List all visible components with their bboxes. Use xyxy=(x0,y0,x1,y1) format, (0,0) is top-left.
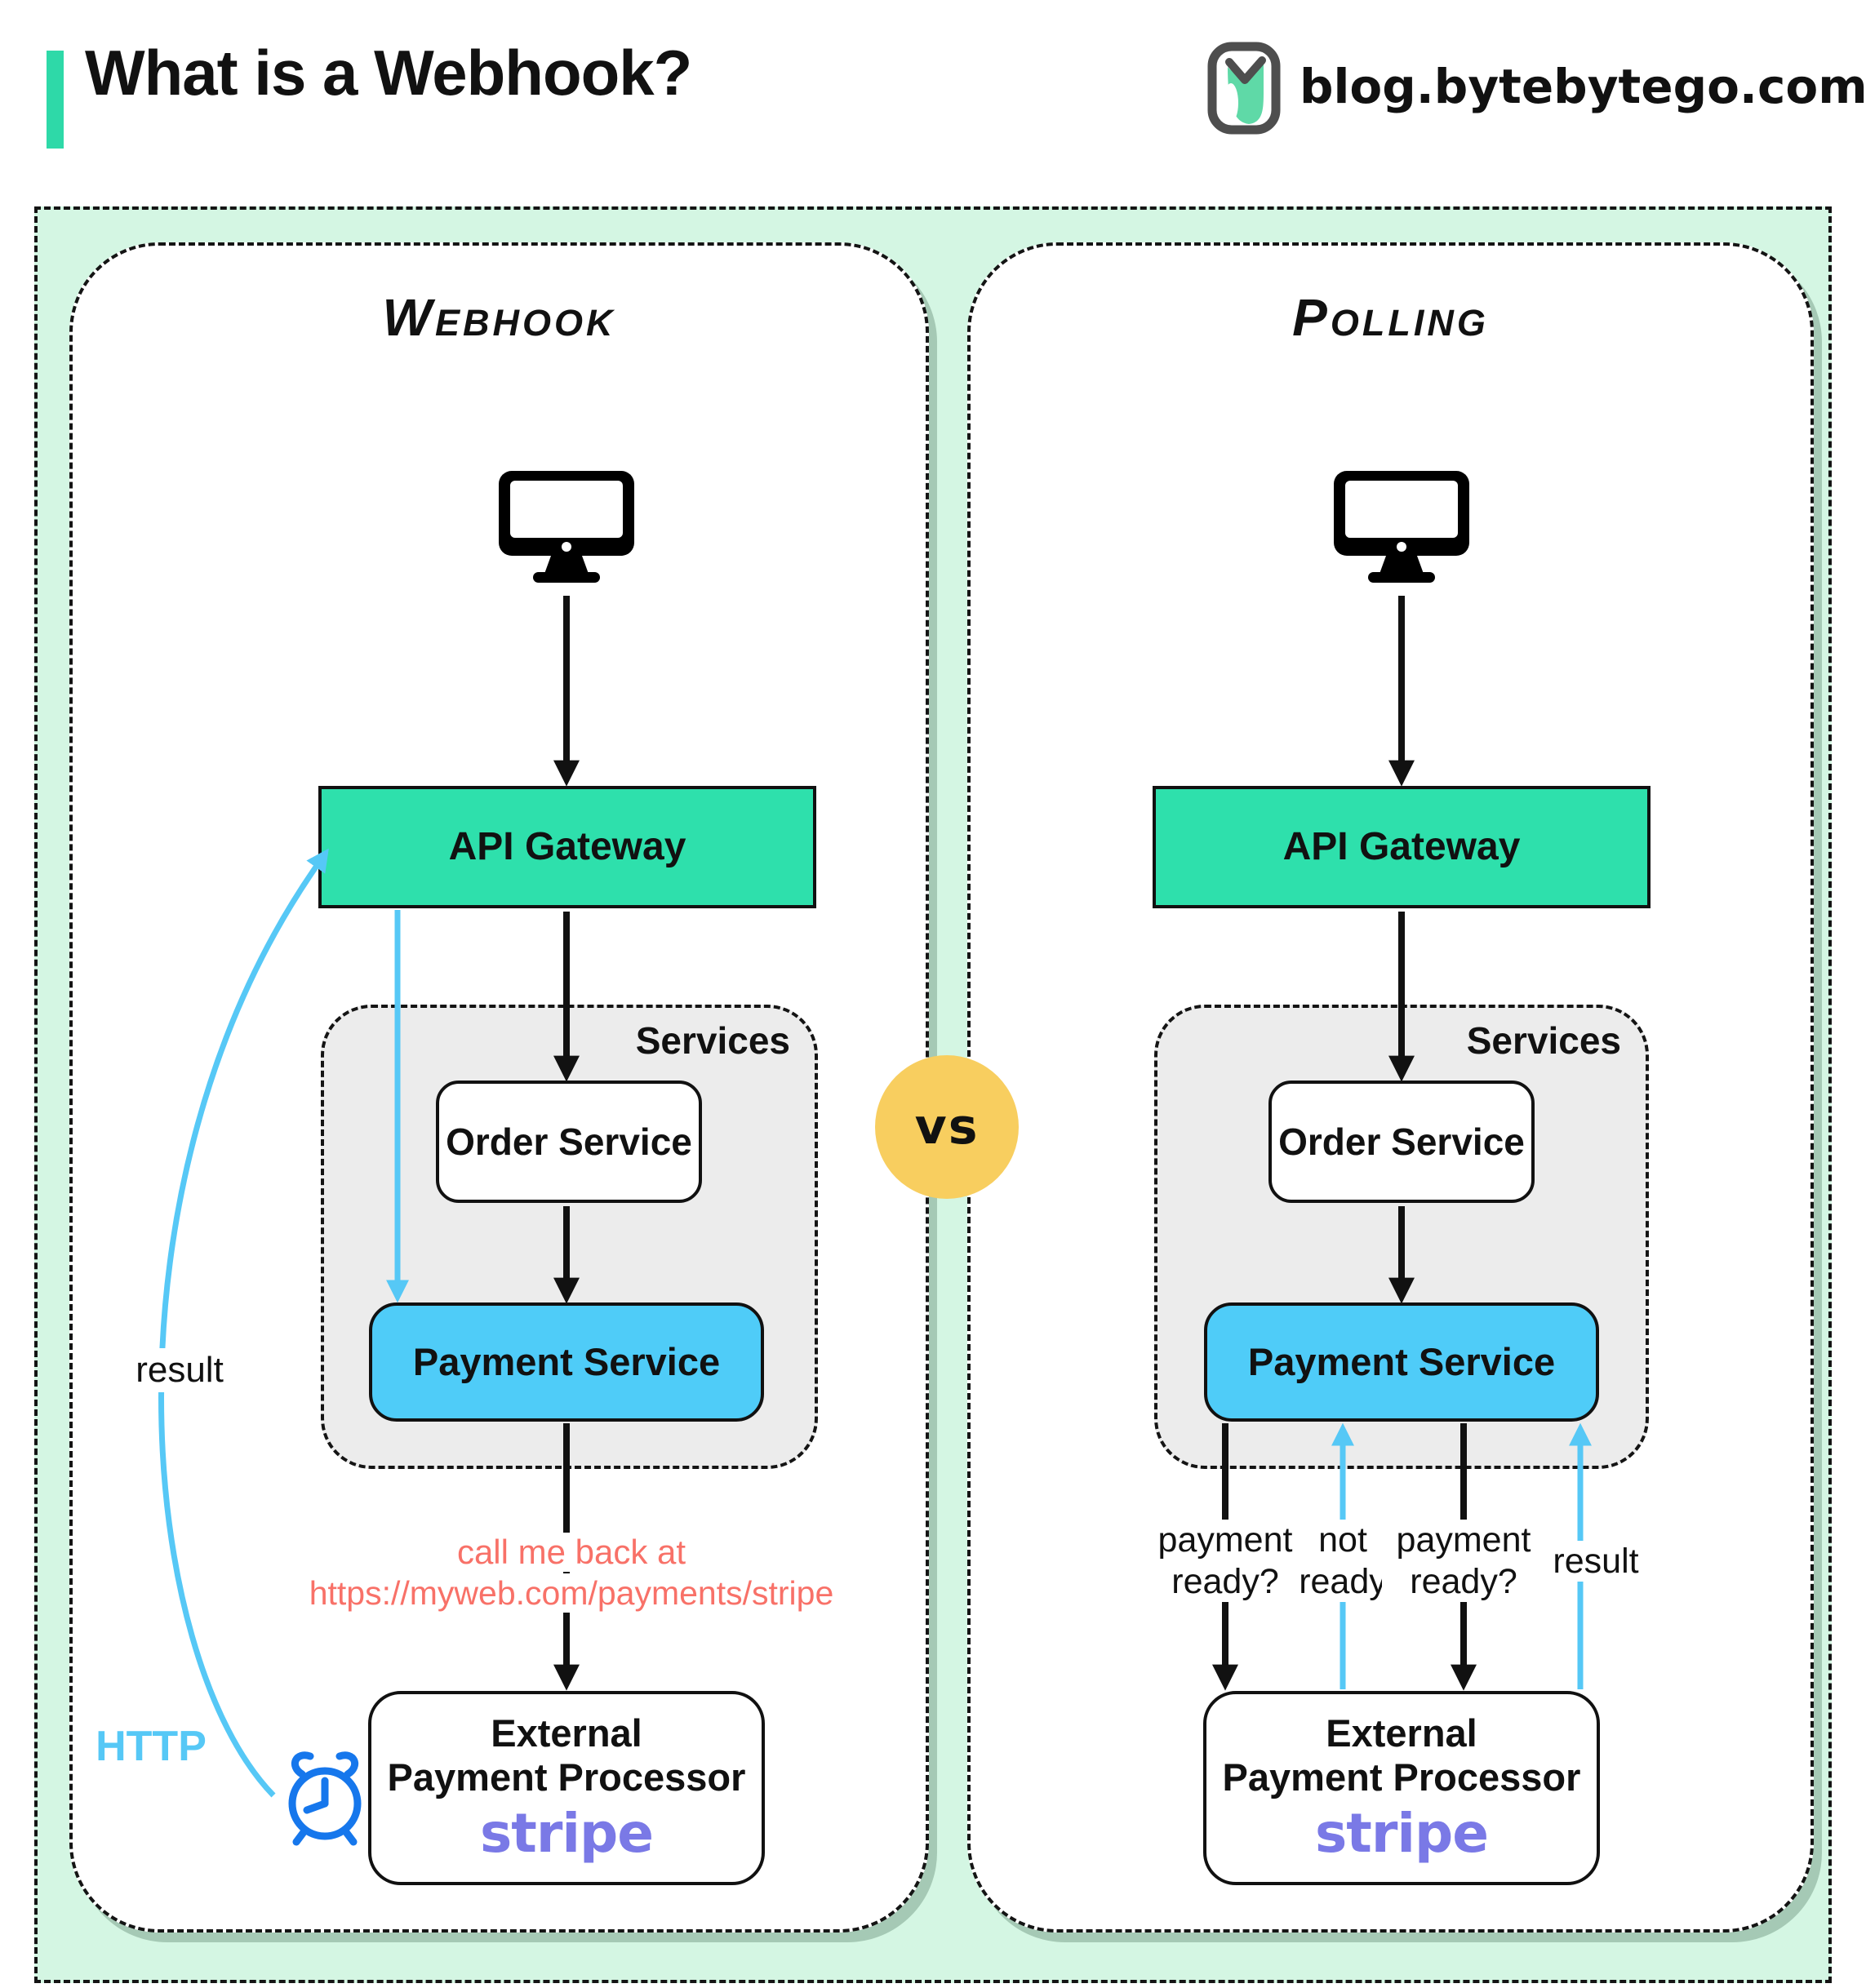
payment-service-label: Payment Service xyxy=(1247,1339,1556,1383)
result-label: result xyxy=(114,1348,245,1392)
order-service-box: Order Service xyxy=(1268,1081,1535,1203)
page-title: What is a Webhook? xyxy=(85,37,692,109)
api-gateway-label: API Gateway xyxy=(448,825,686,869)
external-processor-line2: Payment Processor xyxy=(387,1755,746,1799)
bytebytego-logo-icon xyxy=(1206,41,1282,140)
api-gateway-box: API Gateway xyxy=(1153,786,1651,908)
callback-note-line1: call me back at xyxy=(269,1533,873,1572)
stripe-logo: stripe xyxy=(1314,1802,1489,1866)
payment-ready-label-2: payment ready? xyxy=(1382,1520,1545,1603)
not-ready-label: not ready xyxy=(1294,1520,1392,1603)
title-accent-bar xyxy=(47,51,64,149)
desktop-computer-icon xyxy=(1332,469,1471,596)
stripe-logo: stripe xyxy=(479,1802,654,1866)
order-service-label: Order Service xyxy=(1278,1120,1525,1163)
panel-title-webhook: Webhook xyxy=(382,288,616,347)
result-label-polling: result xyxy=(1535,1541,1657,1582)
order-service-label: Order Service xyxy=(446,1120,692,1163)
desktop-computer-icon xyxy=(497,469,636,596)
alarm-clock-icon xyxy=(282,1746,367,1850)
external-payment-processor-box: External Payment Processor stripe xyxy=(1203,1691,1600,1885)
external-processor-line1: External xyxy=(491,1711,642,1755)
external-payment-processor-box: External Payment Processor stripe xyxy=(368,1691,765,1885)
site-url: blog.bytebytego.com xyxy=(1300,59,1866,114)
external-processor-line1: External xyxy=(1326,1711,1477,1755)
services-label: Services xyxy=(635,1019,790,1062)
api-gateway-label: API Gateway xyxy=(1282,825,1521,869)
payment-service-label: Payment Service xyxy=(412,1339,721,1383)
payment-service-box: Payment Service xyxy=(369,1302,764,1422)
callback-note-line2: https://myweb.com/payments/stripe xyxy=(269,1573,873,1613)
services-label: Services xyxy=(1466,1019,1621,1062)
order-service-box: Order Service xyxy=(436,1081,702,1203)
api-gateway-box: API Gateway xyxy=(318,786,816,908)
payment-ready-label-1: payment ready? xyxy=(1144,1520,1307,1603)
vs-badge: vs xyxy=(875,1055,1019,1199)
panel-title-polling: Polling xyxy=(1292,288,1489,347)
payment-service-box: Payment Service xyxy=(1204,1302,1599,1422)
external-processor-line2: Payment Processor xyxy=(1222,1755,1581,1799)
bytebytego-logo-icon xyxy=(1207,42,1281,135)
vs-label: vs xyxy=(914,1098,980,1156)
http-label: HTTP xyxy=(96,1723,207,1770)
